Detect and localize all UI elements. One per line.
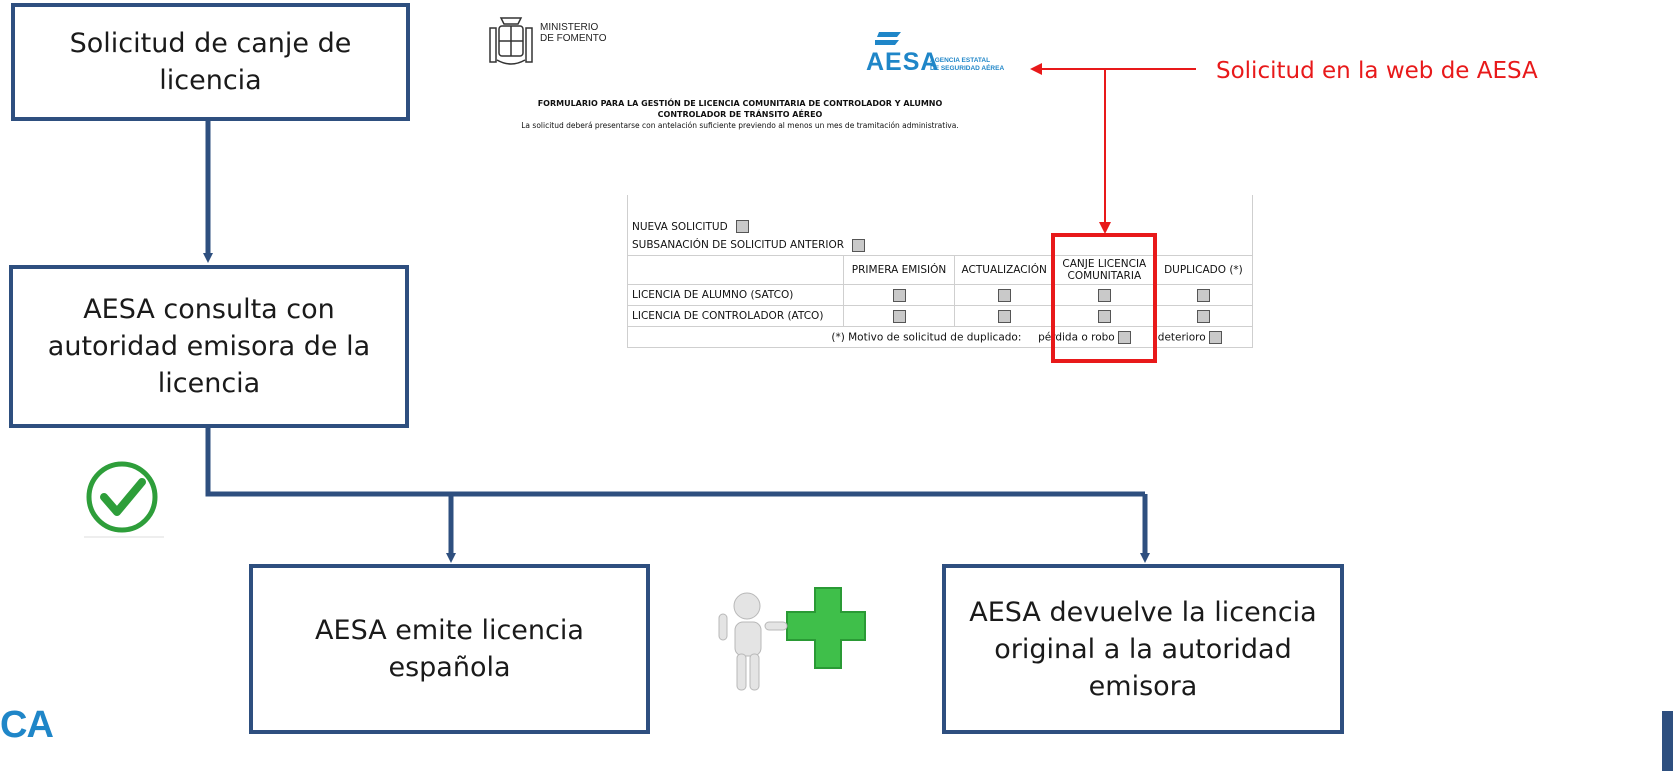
box-solicitud-text: Solicitud de canje de licencia bbox=[69, 28, 352, 96]
aesa-sub-line-2: DE SEGURIDAD AÉREA bbox=[930, 65, 1005, 72]
controlador-canje-checkbox[interactable] bbox=[1097, 309, 1111, 323]
checkmark-circle-icon bbox=[84, 461, 164, 538]
controlador-actualizacion-checkbox[interactable] bbox=[997, 309, 1011, 323]
aesa-sub-line-1: AGENCIA ESTATAL bbox=[930, 57, 991, 64]
nueva-solicitud-label: NUEVA SOLICITUD bbox=[632, 220, 728, 233]
table-header-row: PRIMERA EMISIÓN ACTUALIZACIÓN CANJE LICE… bbox=[626, 255, 1254, 285]
controlador-duplicado-checkbox[interactable] bbox=[1196, 309, 1210, 323]
form-subtitle: La solicitud deberá presentarse con ante… bbox=[521, 121, 959, 130]
deterioro-checkbox[interactable] bbox=[1209, 330, 1222, 344]
form-title-line-1: FORMULARIO PARA LA GESTIÓN DE LICENCIA C… bbox=[537, 99, 943, 108]
footnote-prefix: (*) Motivo de solicitud de duplicado: bbox=[831, 331, 1022, 343]
box-aesa-devuelve: AESA devuelve la licencia original a la … bbox=[942, 564, 1344, 734]
nueva-solicitud-row: NUEVA SOLICITUD bbox=[632, 220, 1248, 233]
aesa-logo-text: AESA bbox=[866, 48, 940, 76]
box-solicitud-canje: Solicitud de canje de licencia bbox=[11, 3, 410, 121]
header-empty-cell bbox=[626, 255, 845, 285]
nueva-solicitud-checkbox[interactable] bbox=[735, 220, 749, 233]
col-header-canje: CANJE LICENCIA COMUNITARIA bbox=[1053, 255, 1155, 285]
subsanacion-checkbox[interactable] bbox=[852, 238, 866, 252]
footnote-option-deterioro: deterioro bbox=[1157, 331, 1206, 343]
box-aesa-emite: AESA emite licencia española bbox=[249, 564, 650, 734]
callout-text: Solicitud en la web de AESA bbox=[1216, 58, 1538, 84]
aesa-logo-subtitle: AGENCIA ESTATAL DE SEGURIDAD AÉREA bbox=[930, 57, 1004, 73]
alumno-primera-checkbox[interactable] bbox=[892, 288, 906, 302]
col-header-duplicado: DUPLICADO (*) bbox=[1153, 255, 1254, 285]
col-header-actualizacion: ACTUALIZACIÓN bbox=[953, 255, 1055, 285]
footnote-option-perdida: pérdida o robo bbox=[1038, 331, 1115, 343]
person-with-green-cross-icon bbox=[713, 584, 867, 696]
box-consulta-text: AESA consulta con autoridad emisora de l… bbox=[47, 294, 371, 399]
box-aesa-consulta: AESA consulta con autoridad emisora de l… bbox=[9, 265, 409, 428]
table-row: LICENCIA DE CONTROLADOR (ATCO) bbox=[626, 305, 1254, 327]
subsanacion-label: SUBSANACIÓN DE SOLICITUD ANTERIOR bbox=[632, 239, 845, 251]
aesa-wing-icon bbox=[875, 32, 901, 45]
brand-fragment-right bbox=[1662, 711, 1673, 771]
alumno-duplicado-checkbox[interactable] bbox=[1196, 288, 1210, 302]
box-emite-text: AESA emite licencia española bbox=[315, 615, 584, 683]
footnote-row: (*) Motivo de solicitud de duplicado: pé… bbox=[627, 326, 1253, 348]
row-label-alumno: LICENCIA DE ALUMNO (SATCO) bbox=[626, 284, 845, 306]
controlador-primera-checkbox[interactable] bbox=[892, 309, 906, 323]
perdida-robo-checkbox[interactable] bbox=[1118, 330, 1132, 344]
form-title-line-2: CONTROLADOR DE TRÁNSITO AÉREO bbox=[657, 110, 823, 119]
ministry-line-2: DE FOMENTO bbox=[540, 33, 607, 44]
alumno-canje-checkbox[interactable] bbox=[1097, 288, 1111, 302]
canje-highlight-rectangle bbox=[1051, 233, 1157, 363]
ministry-line-1: MINISTERIO bbox=[540, 22, 599, 33]
box-devuelve-text: AESA devuelve la licencia original a la … bbox=[969, 596, 1317, 702]
row-label-controlador: LICENCIA DE CONTROLADOR (ATCO) bbox=[626, 305, 845, 327]
brand-fragment-left: CA bbox=[0, 704, 54, 746]
ministry-name: MINISTERIO DE FOMENTO bbox=[540, 22, 606, 44]
license-form-table: NUEVA SOLICITUD SUBSANACIÓN DE SOLICITUD… bbox=[626, 195, 1254, 348]
table-row: LICENCIA DE ALUMNO (SATCO) bbox=[626, 284, 1254, 306]
col-header-primera: PRIMERA EMISIÓN bbox=[843, 255, 955, 285]
connector-consulta-split bbox=[205, 428, 1145, 497]
spanish-coat-of-arms-icon bbox=[489, 17, 533, 65]
alumno-actualizacion-checkbox[interactable] bbox=[997, 288, 1011, 302]
subsanacion-row: SUBSANACIÓN DE SOLICITUD ANTERIOR bbox=[632, 238, 1248, 252]
